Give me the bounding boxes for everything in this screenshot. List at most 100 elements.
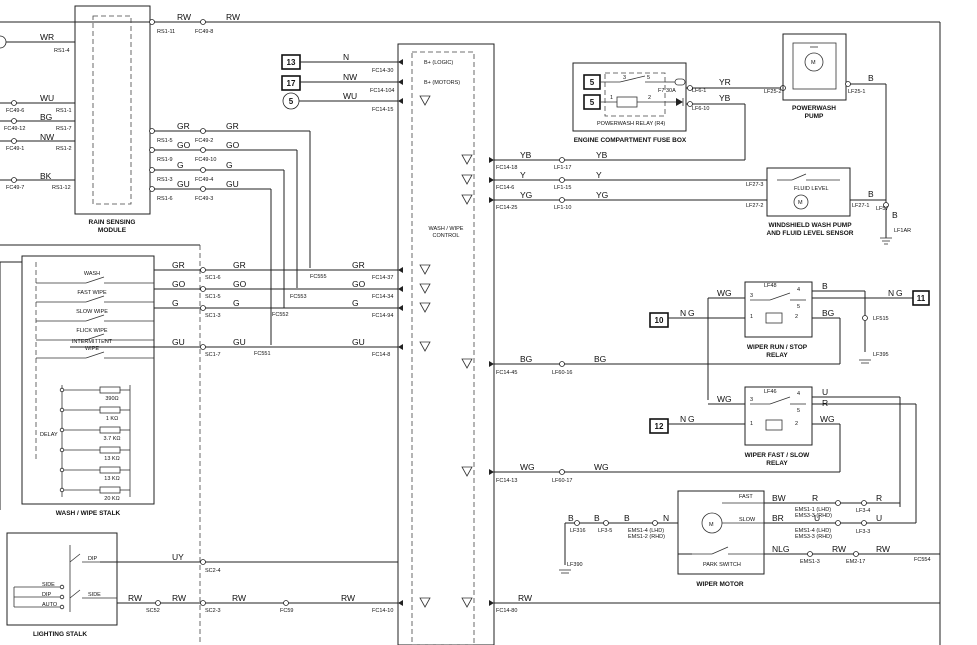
svg-text:FC553: FC553 xyxy=(290,294,307,300)
lighting-stalk-label: LIGHTING STALK xyxy=(33,631,87,638)
svg-text:YG: YG xyxy=(596,190,608,200)
svg-text:EMS1-4 (LHD): EMS1-4 (LHD) xyxy=(795,528,831,534)
svg-text:B: B xyxy=(568,513,574,523)
fuse-f7: F7 30A xyxy=(658,78,686,94)
svg-text:FC552: FC552 xyxy=(272,312,289,318)
control-pin xyxy=(398,283,431,294)
svg-text:G: G xyxy=(233,298,240,308)
svg-text:5: 5 xyxy=(289,97,294,106)
control-input-5: 5 WU FC14-15 xyxy=(282,91,398,113)
svg-text:FC555: FC555 xyxy=(310,274,327,280)
svg-text:YG: YG xyxy=(520,190,532,200)
svg-text:FC14-10: FC14-10 xyxy=(372,608,393,614)
svg-text:SIDE: SIDE xyxy=(42,582,55,588)
control-pin xyxy=(461,597,494,608)
svg-text:BG: BG xyxy=(594,354,606,364)
svg-text:SLOW: SLOW xyxy=(739,517,756,523)
svg-text:DIP: DIP xyxy=(88,556,98,562)
engine-fuse-box xyxy=(572,62,687,132)
svg-text:SC1-7: SC1-7 xyxy=(205,352,221,358)
svg-text:LF48: LF48 xyxy=(764,283,777,289)
svg-text:LF6-10: LF6-10 xyxy=(692,106,709,112)
svg-text:FC49-3: FC49-3 xyxy=(195,196,213,202)
svg-text:SIDE: SIDE xyxy=(88,592,101,598)
svg-text:LF1-10: LF1-10 xyxy=(554,205,571,211)
stalk-out-g: G G G SC1-3 FC552 FC14-94 xyxy=(154,298,398,319)
svg-text:RS1-7: RS1-7 xyxy=(56,126,72,132)
svg-text:EMS1-4 (LHD): EMS1-4 (LHD) xyxy=(628,528,664,534)
svg-text:FC49-8: FC49-8 xyxy=(195,29,213,35)
svg-text:RS1-9: RS1-9 xyxy=(157,157,173,163)
resistor-3: 3.7 KΩ xyxy=(59,426,130,442)
svg-text:5: 5 xyxy=(647,75,650,81)
svg-text:UY: UY xyxy=(172,552,184,562)
svg-text:FLUID LEVEL: FLUID LEVEL xyxy=(794,186,829,192)
wire-row-gr-rain: GR GR RS1-5 FC49-2 xyxy=(149,121,311,268)
svg-text:LF6-1: LF6-1 xyxy=(692,88,706,94)
resistor-6: 20 KΩ xyxy=(59,486,130,502)
svg-text:PARK SWITCH: PARK SWITCH xyxy=(703,562,741,568)
svg-text:FC14-8: FC14-8 xyxy=(372,352,390,358)
svg-text:RS1-12: RS1-12 xyxy=(52,185,71,191)
stalk-switch-1: WASH xyxy=(36,271,154,284)
svg-text:YB: YB xyxy=(520,150,532,160)
stalk-out-gu: GU GU GU SC1-7 FC551 FC14-8 xyxy=(70,337,398,358)
svg-text:12: 12 xyxy=(655,422,664,431)
control-input-13: 13 N FC14-30 B+ (LOGIC) xyxy=(281,52,453,74)
wire-row-rw-top: RW RW RS1-11 FC49-8 xyxy=(149,12,240,35)
svg-text:FC14-15: FC14-15 xyxy=(372,107,393,113)
svg-text:B: B xyxy=(868,189,874,199)
svg-text:5: 5 xyxy=(797,304,800,310)
svg-text:RW: RW xyxy=(232,593,246,603)
svg-text:LF60-16: LF60-16 xyxy=(552,370,573,376)
lighting-switch-1: DIP xyxy=(69,553,117,563)
control-pin xyxy=(398,95,431,106)
lighting-switch-2: SIDE xyxy=(69,589,117,599)
fuse-box-ref-5a: 5 xyxy=(583,74,601,90)
svg-text:4: 4 xyxy=(797,287,800,293)
control-input-17: 17 NW FC14-104 B+ (MOTORS) xyxy=(281,72,460,94)
svg-text:R: R xyxy=(876,493,882,503)
svg-text:N: N xyxy=(888,288,894,298)
svg-text:BG: BG xyxy=(520,354,532,364)
rain-sensing-module-box xyxy=(74,5,151,215)
svg-text:U: U xyxy=(822,387,828,397)
svg-text:YB: YB xyxy=(596,150,608,160)
svg-text:RW: RW xyxy=(177,12,191,22)
svg-text:GU: GU xyxy=(233,337,246,347)
svg-text:RW: RW xyxy=(876,544,890,554)
svg-text:NW: NW xyxy=(40,132,54,142)
svg-text:FC49-2: FC49-2 xyxy=(195,138,213,144)
stalk-switch-2: FAST WIPE xyxy=(36,290,154,303)
svg-text:M: M xyxy=(798,200,803,206)
svg-text:LF3-3: LF3-3 xyxy=(856,529,870,535)
svg-text:G: G xyxy=(688,308,695,318)
svg-text:3: 3 xyxy=(750,293,753,299)
delay-label: DELAY xyxy=(40,432,58,438)
lighting-side-3: AUTO xyxy=(14,602,65,610)
svg-text:FC14-6: FC14-6 xyxy=(496,185,514,191)
wire-row-bg: BG FC49-12 RS1-7 xyxy=(0,112,75,132)
stalk-switch-label: WIPE xyxy=(85,346,99,352)
resistor-value: 20 KΩ xyxy=(104,496,119,502)
svg-text:1: 1 xyxy=(750,421,753,427)
svg-text:FC14-13: FC14-13 xyxy=(496,478,517,484)
svg-text:RW: RW xyxy=(518,593,532,603)
svg-text:LF3-4: LF3-4 xyxy=(856,508,870,514)
svg-text:GU: GU xyxy=(172,337,185,347)
wire-y-out: Y Y FC14-6 LF1-15 xyxy=(494,170,767,191)
svg-text:U: U xyxy=(876,513,882,523)
svg-text:LF25-2: LF25-2 xyxy=(764,89,781,95)
svg-text:N: N xyxy=(680,308,686,318)
svg-text:SC1-3: SC1-3 xyxy=(205,313,221,319)
wire-yg-out: YG YG FC14-25 LF1-10 xyxy=(494,190,767,211)
wiper-motor-internals: M FAST SLOW PARK SWITCH xyxy=(692,494,764,568)
powerwash-pump-motor: M xyxy=(792,42,837,90)
resistor-value: 3.7 KΩ xyxy=(104,436,121,442)
svg-text:5: 5 xyxy=(590,78,595,87)
svg-text:LF515: LF515 xyxy=(873,316,889,322)
